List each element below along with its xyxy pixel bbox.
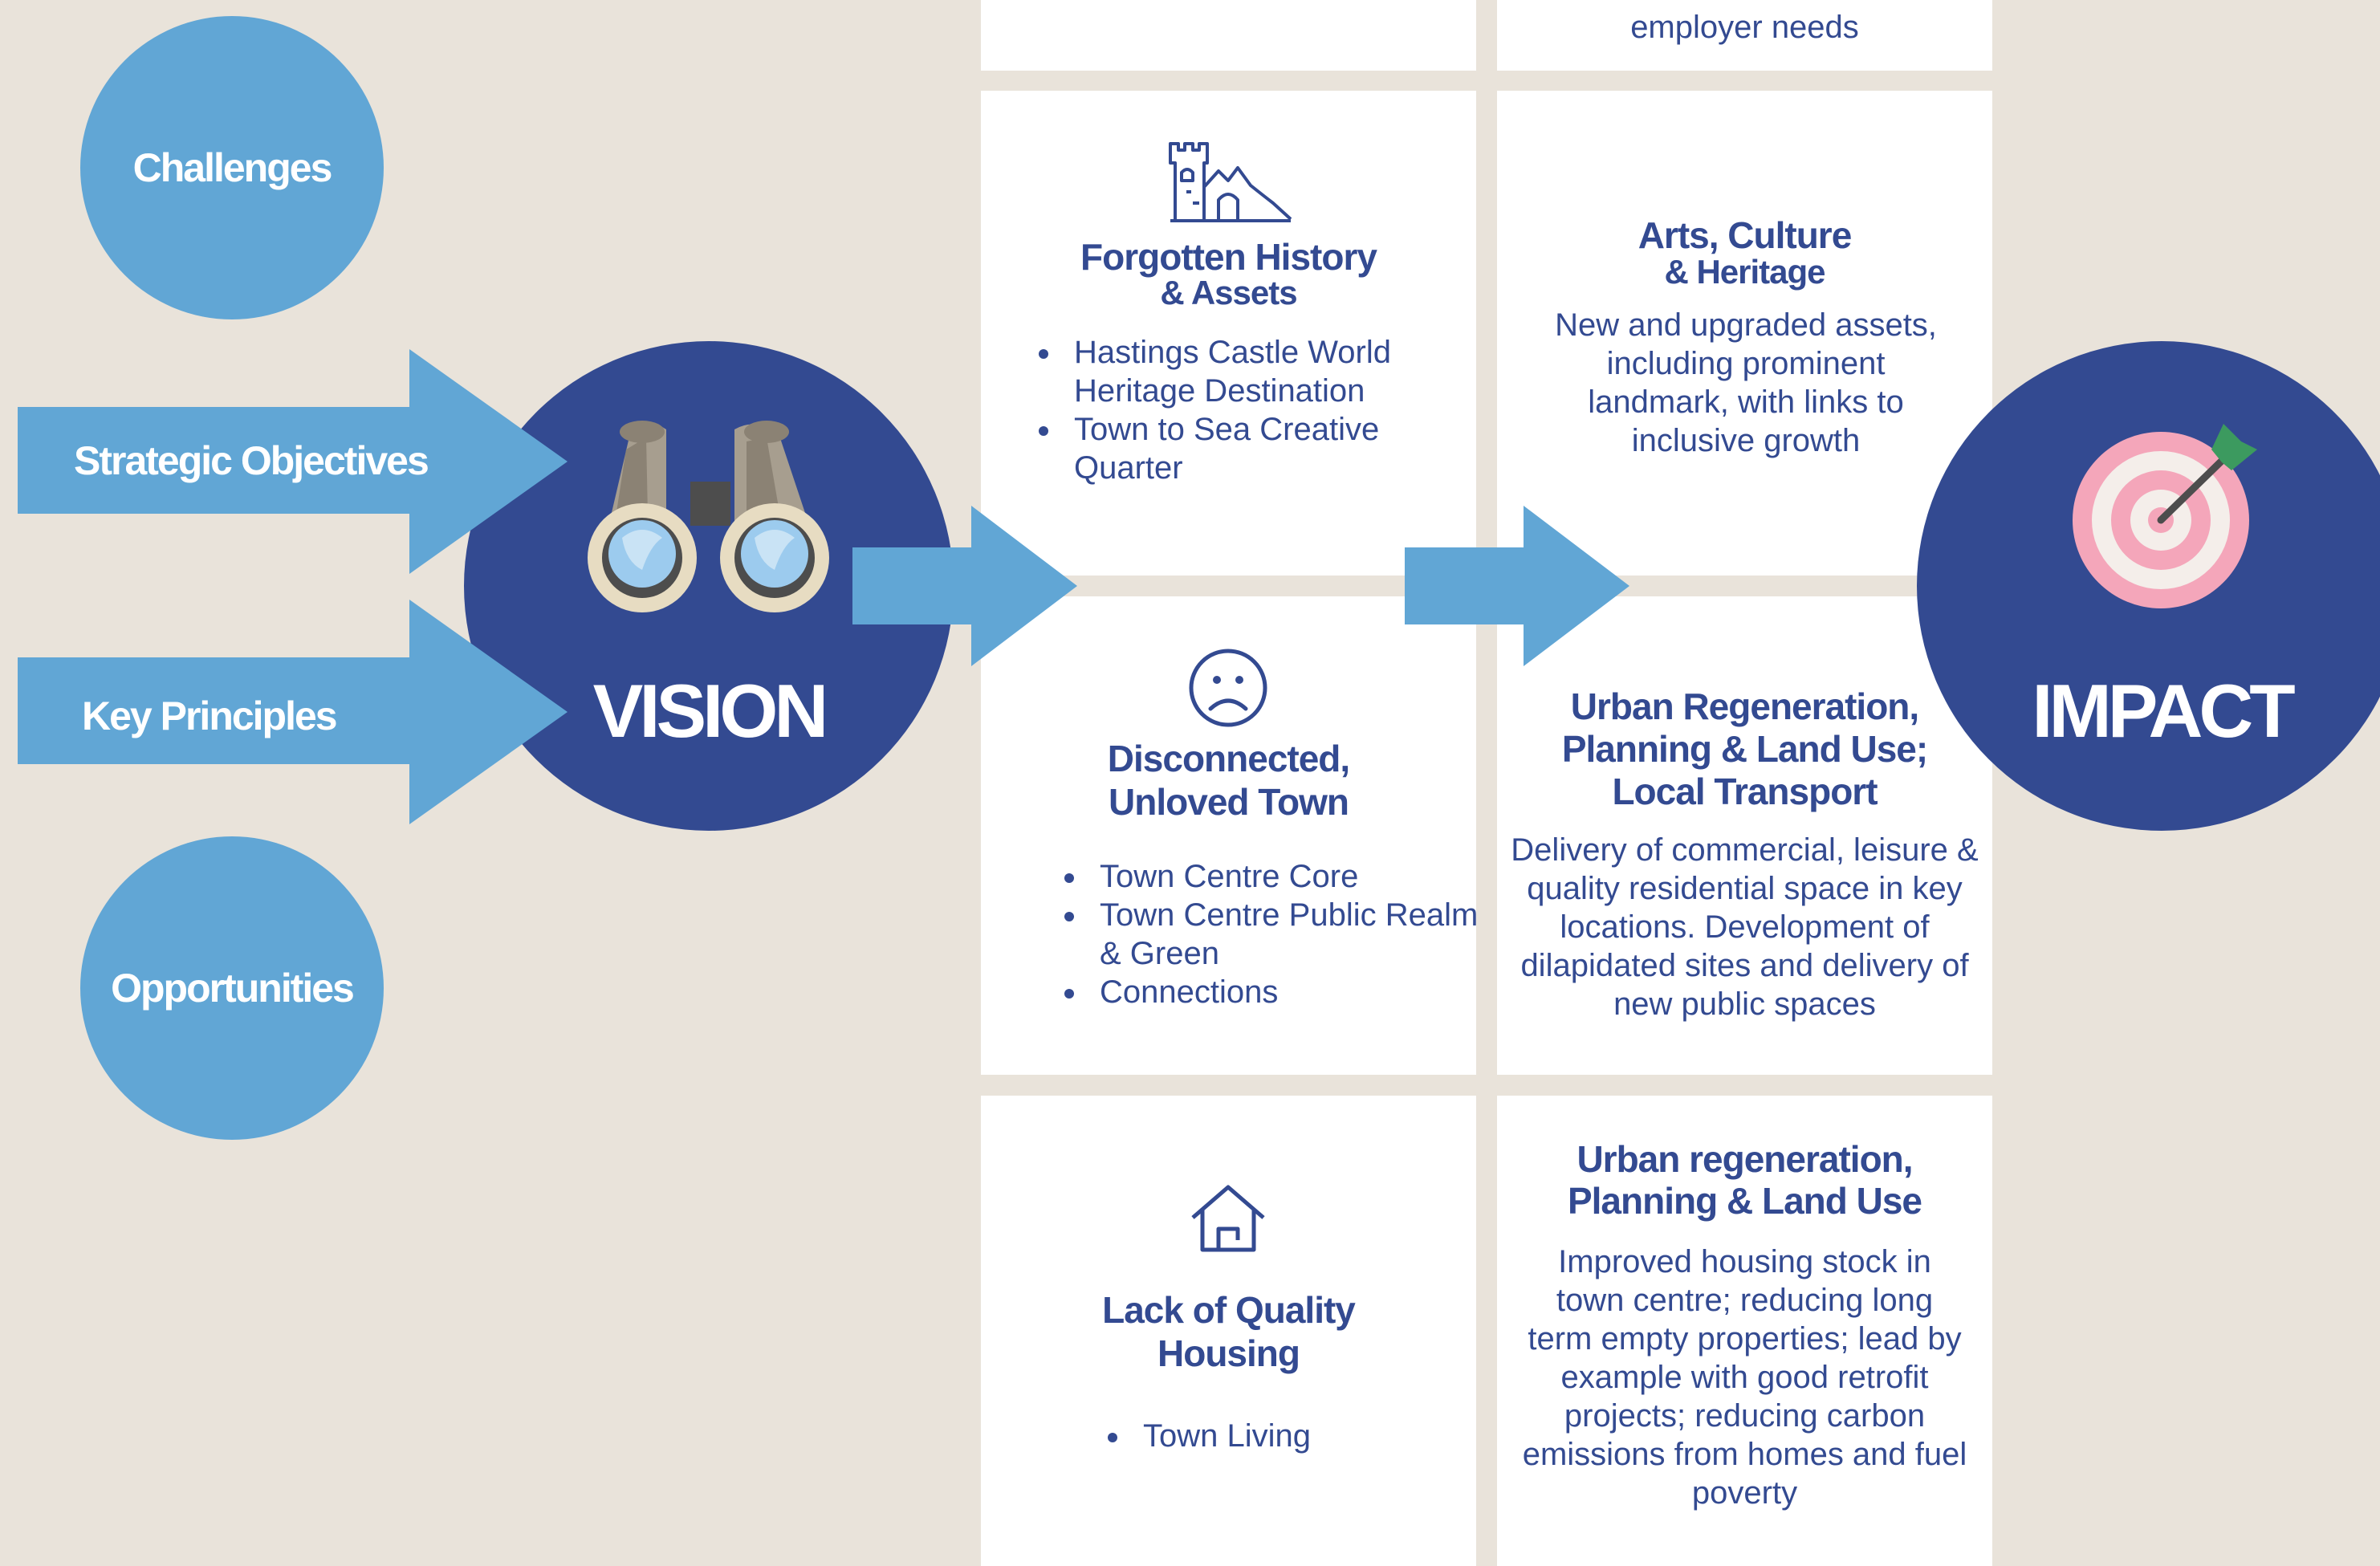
bullet-item: Town Living xyxy=(1132,1417,1469,1455)
outcome-card-arts: Arts, Culture & Heritage New and upgrade… xyxy=(1497,91,1992,576)
vision-to-challenges-arrow xyxy=(852,506,1077,666)
urban-title-line1: Urban Regeneration, xyxy=(1570,685,1919,727)
bullet-item: Town to Sea Creative Quarter xyxy=(1063,410,1480,487)
impact-label: IMPACT xyxy=(2032,669,2295,753)
opportunities-circle: Opportunities xyxy=(80,836,384,1140)
housing-outcome-title-line2: Planning & Land Use xyxy=(1567,1180,1922,1222)
bullet-item: Hastings Castle World Heritage Destinati… xyxy=(1063,333,1480,410)
sad-face-icon xyxy=(1189,649,1267,727)
bullet-item: Connections xyxy=(1088,973,1490,1011)
urban-title-line3: Local Transport xyxy=(1612,771,1878,812)
housing-title-line2: Housing xyxy=(1157,1332,1300,1374)
outcome-card-housing: Urban regeneration, Planning & Land Use … xyxy=(1497,1096,1992,1566)
arts-title-line1: Arts, Culture xyxy=(1638,214,1853,256)
arts-body: New and upgraded assets, including promi… xyxy=(1555,307,1937,458)
top-partial-card-text: employer needs xyxy=(1630,10,1859,45)
urban-title-line2: Planning & Land Use; xyxy=(1561,728,1928,770)
history-bullets: Hastings Castle World Heritage Destinati… xyxy=(1026,333,1480,487)
challenge-card-housing: Lack of Quality Housing Town Living xyxy=(981,1096,1476,1566)
key-principles-label: Key Principles xyxy=(82,694,338,738)
challenge-card-history: Forgotten History & Assets Hastings Cast… xyxy=(981,91,1476,576)
strategic-objectives-label: Strategic Objectives xyxy=(74,438,429,483)
outcome-card-urban-regeneration: Urban Regeneration, Planning & Land Use;… xyxy=(1497,596,1992,1075)
top-partial-card-left xyxy=(981,0,1476,71)
housing-outcome-body: Improved housing stock in town centre; r… xyxy=(1522,1244,1967,1511)
disconnected-title-line2: Unloved Town xyxy=(1109,781,1349,823)
challenge-card-disconnected: Disconnected, Unloved Town Town Centre C… xyxy=(981,596,1478,1075)
housing-title-line1: Lack of Quality xyxy=(1102,1289,1356,1331)
binoculars-icon xyxy=(588,421,829,612)
history-title-line2: & Assets xyxy=(1160,274,1297,311)
top-partial-card-right: employer needs xyxy=(1497,0,1992,71)
opportunities-label: Opportunities xyxy=(111,966,355,1011)
housing-outcome-title-line1: Urban regeneration, xyxy=(1576,1138,1913,1180)
strategic-objectives-arrow xyxy=(18,349,568,574)
arts-title-line2: & Heritage xyxy=(1664,253,1825,291)
history-title-line1: Forgotten History xyxy=(1080,236,1377,278)
disconnected-bullets: Town Centre Core Town Centre Public Real… xyxy=(1052,857,1490,1011)
housing-bullets: Town Living xyxy=(1095,1417,1469,1455)
bullet-item: Town Centre Core xyxy=(1088,857,1490,896)
castle-ruins-icon xyxy=(1169,142,1292,222)
house-icon xyxy=(1191,1185,1265,1252)
challenges-circle: Challenges xyxy=(80,16,384,319)
challenges-label: Challenges xyxy=(132,145,333,190)
vision-label: VISION xyxy=(592,669,829,753)
challenges-to-outcomes-arrow xyxy=(1405,506,1629,666)
urban-body: Delivery of commercial, leisure & qualit… xyxy=(1511,832,1979,1022)
target-dart-icon xyxy=(2073,424,2257,608)
key-principles-arrow xyxy=(18,600,568,824)
disconnected-title-line1: Disconnected, xyxy=(1107,738,1350,779)
bullet-item: Town Centre Public Realm & Green xyxy=(1088,896,1490,973)
